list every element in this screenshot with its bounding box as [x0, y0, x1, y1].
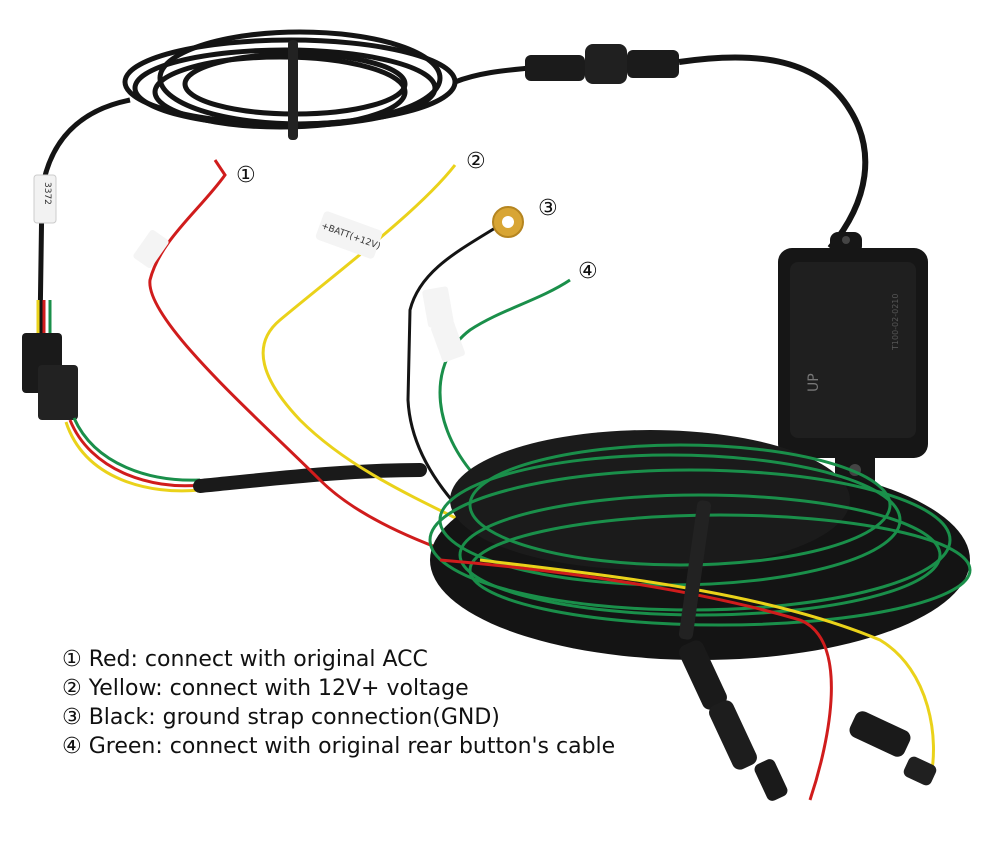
marker-2: ② [466, 149, 486, 174]
legend-item-black: ③ Black: ground strap connection(GND) [62, 705, 500, 730]
green-wire [438, 278, 571, 471]
legend-item-yellow: ② Yellow: connect with 12V+ voltage [62, 676, 469, 701]
box-logo: UP [806, 373, 822, 392]
legend-item-red: ① Red: connect with original ACC [62, 647, 428, 672]
cable-label-sleeve: 3372 [33, 174, 57, 224]
marker-1: ① [236, 163, 256, 188]
fuse-holders [679, 640, 937, 801]
control-box: UP T100-02-0210 [778, 232, 928, 488]
green-wire-tag [431, 319, 465, 363]
yellow-wire-tag: +BATT(+12V) [315, 211, 383, 259]
yellow-wire [261, 164, 481, 532]
marker-4: ④ [578, 259, 598, 284]
multi-pin-plug [22, 300, 78, 420]
cable-tie-top [288, 40, 298, 140]
plug-wires [64, 417, 201, 493]
wiring-legend: ① Red: connect with original ACC ② Yello… [62, 645, 615, 761]
ground-wire [406, 206, 524, 522]
box-code: T100-02-0210 [891, 294, 900, 351]
harness-bundle [428, 430, 972, 801]
marker-3: ③ [538, 196, 558, 221]
red-wire-tag [133, 229, 169, 269]
cable-label-text: 3372 [42, 182, 52, 205]
coiled-black-cable [37, 29, 531, 331]
cable-tie-bundle [678, 500, 712, 640]
inline-connector [525, 44, 869, 250]
legend-item-green: ④ Green: connect with original rear butt… [62, 734, 616, 759]
